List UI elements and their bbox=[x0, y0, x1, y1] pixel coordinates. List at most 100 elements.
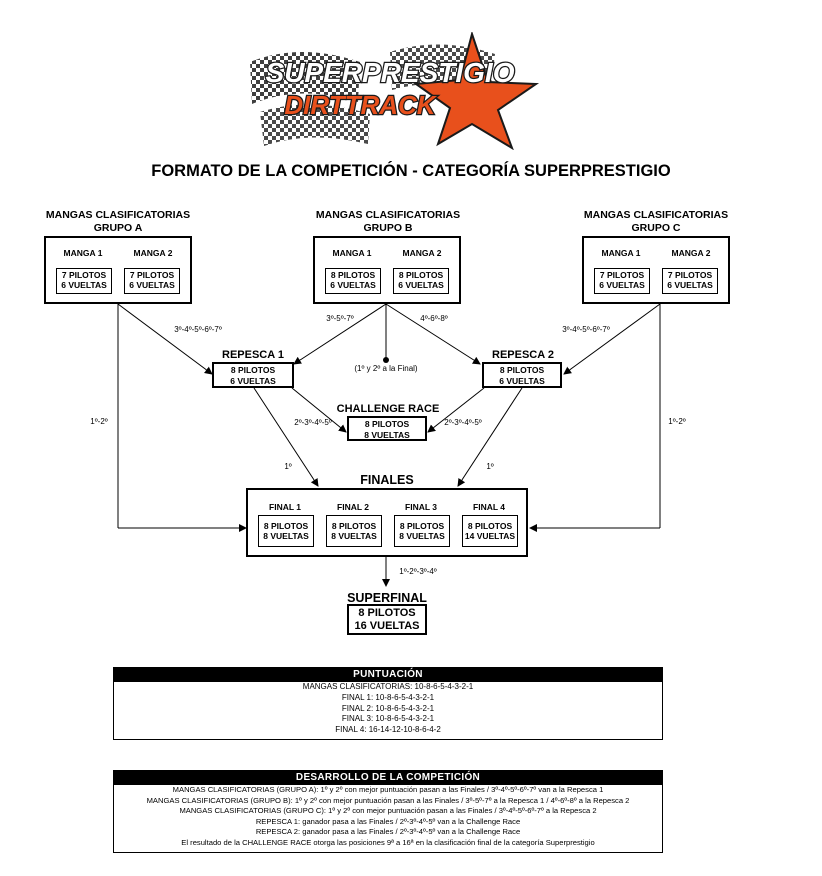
group-b-final-dot bbox=[383, 357, 389, 363]
desarrollo-row: MANGAS CLASIFICATORIAS (GRUPO A): 1º y 2… bbox=[172, 785, 604, 794]
label-a-final: 1º-2º bbox=[90, 417, 108, 426]
desarrollo-row: MANGAS CLASIFICATORIAS (GRUPO C): 1º y 2… bbox=[179, 806, 597, 816]
vueltas-count: 8 VUELTAS bbox=[263, 531, 309, 541]
final2-box: 8 PILOTOS 8 VUELTAS bbox=[326, 515, 382, 547]
pilotos-count: 8 PILOTOS bbox=[399, 521, 445, 531]
label-c-repesca2: 3º-4º-5º-6º-7º bbox=[562, 325, 610, 334]
vueltas-count: 8 VUELTAS bbox=[399, 531, 445, 541]
label-b-final: (1º y 2º a la Final) bbox=[354, 364, 418, 373]
group-a-manga1-label: MANGA 1 bbox=[63, 248, 103, 258]
vueltas-count: 6 VUELTAS bbox=[667, 280, 713, 290]
label-b-repesca2: 4º-6º-8º bbox=[420, 314, 448, 323]
puntuacion-table: PUNTUACIÓN MANGAS CLASIFICATORIAS: 10-8-… bbox=[113, 667, 663, 740]
group-b-title: MANGAS CLASIFICATORIAS GRUPO B bbox=[288, 209, 488, 235]
connector-r1-final bbox=[253, 387, 319, 487]
repesca2-box: 8 PILOTOS 6 VUELTAS bbox=[482, 362, 562, 388]
repesca2-title: REPESCA 2 bbox=[492, 349, 554, 361]
connector-b-repesca1 bbox=[293, 303, 387, 365]
finales-title: FINALES bbox=[360, 473, 414, 487]
repesca1-title: REPESCA 1 bbox=[222, 349, 284, 361]
vueltas-count: 6 VUELTAS bbox=[398, 280, 444, 290]
group-c-manga1-box: 7 PILOTOS 6 VUELTAS bbox=[594, 268, 650, 294]
group-a-box: MANGA 1 MANGA 2 7 PILOTOS 6 VUELTAS 7 PI… bbox=[44, 236, 192, 304]
group-b-manga1-label: MANGA 1 bbox=[332, 248, 372, 258]
vueltas-count: 6 VUELTAS bbox=[599, 280, 645, 290]
final1-box: 8 PILOTOS 8 VUELTAS bbox=[258, 515, 314, 547]
vueltas-count: 6 VUELTAS bbox=[330, 280, 376, 290]
puntuacion-title: PUNTUACIÓN bbox=[114, 668, 662, 682]
group-c-manga2-label: MANGA 2 bbox=[671, 248, 711, 258]
superprestigio-logo: SUPERPRESTIGIO DIRTTRACK bbox=[240, 30, 540, 151]
label-b-repesca1: 3º-5º-7º bbox=[326, 314, 354, 323]
pilotos-count: 7 PILOTOS bbox=[667, 270, 713, 280]
pilotos-count: 8 PILOTOS bbox=[330, 270, 376, 280]
pilotos-count: 7 PILOTOS bbox=[61, 270, 107, 280]
connector-b-repesca2 bbox=[385, 303, 481, 365]
pilotos-count: 8 PILOTOS bbox=[230, 365, 276, 375]
desarrollo-title: DESARROLLO DE LA COMPETICIÓN bbox=[114, 771, 662, 785]
label-r2-challenge: 2º-3º-4º-5º bbox=[444, 418, 482, 427]
group-a-title-line1: MANGAS CLASIFICATORIAS bbox=[45, 209, 191, 221]
group-a-title: MANGAS CLASIFICATORIAS GRUPO A bbox=[18, 209, 218, 235]
vueltas-count: 16 VUELTAS bbox=[354, 620, 420, 632]
pilotos-count: 8 PILOTOS bbox=[364, 419, 410, 429]
challenge-box: 8 PILOTOS 8 VUELTAS bbox=[347, 416, 427, 441]
pilotos-count: 7 PILOTOS bbox=[129, 270, 175, 280]
vueltas-count: 6 VUELTAS bbox=[230, 376, 276, 386]
vueltas-count: 14 VUELTAS bbox=[464, 531, 516, 541]
final4-box: 8 PILOTOS 14 VUELTAS bbox=[462, 515, 518, 547]
pilotos-count: 7 PILOTOS bbox=[599, 270, 645, 280]
group-c-box: MANGA 1 MANGA 2 7 PILOTOS 6 VUELTAS 7 PI… bbox=[582, 236, 730, 304]
final4-label: FINAL 4 bbox=[473, 502, 505, 512]
connector-a-repesca1 bbox=[117, 303, 213, 375]
group-a-manga1-box: 7 PILOTOS 6 VUELTAS bbox=[56, 268, 112, 294]
vueltas-count: 8 VUELTAS bbox=[364, 430, 410, 440]
group-b-manga1-box: 8 PILOTOS 6 VUELTAS bbox=[325, 268, 381, 294]
pilotos-count: 8 PILOTOS bbox=[358, 607, 416, 619]
label-r1-challenge: 2º-3º-4º-5º bbox=[294, 418, 332, 427]
pilotos-count: 8 PILOTOS bbox=[499, 365, 545, 375]
label-c-final: 1º-2º bbox=[668, 417, 686, 426]
label-r1-final: 1º bbox=[284, 462, 292, 471]
label-a-repesca1: 3º-4º-5º-6º-7º bbox=[174, 325, 222, 334]
group-b-box: MANGA 1 MANGA 2 8 PILOTOS 6 VUELTAS 8 PI… bbox=[313, 236, 461, 304]
vueltas-count: 6 VUELTAS bbox=[61, 280, 107, 290]
vueltas-count: 6 VUELTAS bbox=[499, 376, 545, 386]
logo-subtitle: DIRTTRACK bbox=[284, 90, 437, 120]
superfinal-title: SUPERFINAL bbox=[347, 591, 427, 605]
vueltas-count: 8 VUELTAS bbox=[331, 531, 377, 541]
pilotos-count: 8 PILOTOS bbox=[331, 521, 377, 531]
group-c-title-line2: GRUPO C bbox=[631, 222, 681, 234]
desarrollo-row: MANGAS CLASIFICATORIAS (GRUPO B): 1º y 2… bbox=[146, 795, 630, 805]
vueltas-count: 6 VUELTAS bbox=[129, 280, 175, 290]
pilotos-count: 8 PILOTOS bbox=[263, 521, 309, 531]
group-c-title-line1: MANGAS CLASIFICATORIAS bbox=[583, 209, 729, 221]
connector-r2-final bbox=[457, 387, 523, 487]
group-a-manga2-box: 7 PILOTOS 6 VUELTAS bbox=[124, 268, 180, 294]
desarrollo-row: REPESCA 1: ganador pasa a las Finales / … bbox=[255, 816, 521, 826]
group-b-title-line2: GRUPO B bbox=[363, 222, 413, 234]
group-b-manga2-label: MANGA 2 bbox=[402, 248, 442, 258]
label-finales-superfinal: 1º-2º-3º-4º bbox=[399, 567, 437, 576]
puntuacion-row: FINAL 2: 10-8-6-5-4-3-2-1 bbox=[341, 703, 435, 713]
group-b-manga2-box: 8 PILOTOS 6 VUELTAS bbox=[393, 268, 449, 294]
group-a-manga2-label: MANGA 2 bbox=[133, 248, 173, 258]
superfinal-box: 8 PILOTOS 16 VUELTAS bbox=[347, 604, 427, 635]
page-title: FORMATO DE LA COMPETICIÓN - CATEGORÍA SU… bbox=[151, 162, 671, 180]
puntuacion-row: FINAL 4: 16-14-12-10-8-6-4-2 bbox=[335, 725, 441, 735]
connector-r2-challenge bbox=[427, 387, 485, 433]
connector-c-repesca2 bbox=[563, 303, 661, 375]
final3-box: 8 PILOTOS 8 VUELTAS bbox=[394, 515, 450, 547]
group-b-title-line1: MANGAS CLASIFICATORIAS bbox=[315, 209, 461, 221]
puntuacion-row: FINAL 3: 10-8-6-5-4-3-2-1 bbox=[341, 714, 435, 724]
group-c-title: MANGAS CLASIFICATORIAS GRUPO C bbox=[556, 209, 756, 235]
desarrollo-row: REPESCA 2: ganador pasa a las Finales / … bbox=[255, 827, 521, 837]
group-c-manga1-label: MANGA 1 bbox=[601, 248, 641, 258]
logo-title: SUPERPRESTIGIO bbox=[266, 57, 515, 88]
puntuacion-row: MANGAS CLASIFICATORIAS: 10-8-6-5-4-3-2-1 bbox=[302, 682, 474, 691]
puntuacion-row: FINAL 1: 10-8-6-5-4-3-2-1 bbox=[341, 692, 435, 702]
pilotos-count: 8 PILOTOS bbox=[398, 270, 444, 280]
pilotos-count: 8 PILOTOS bbox=[467, 521, 513, 531]
label-r2-final: 1º bbox=[486, 462, 494, 471]
